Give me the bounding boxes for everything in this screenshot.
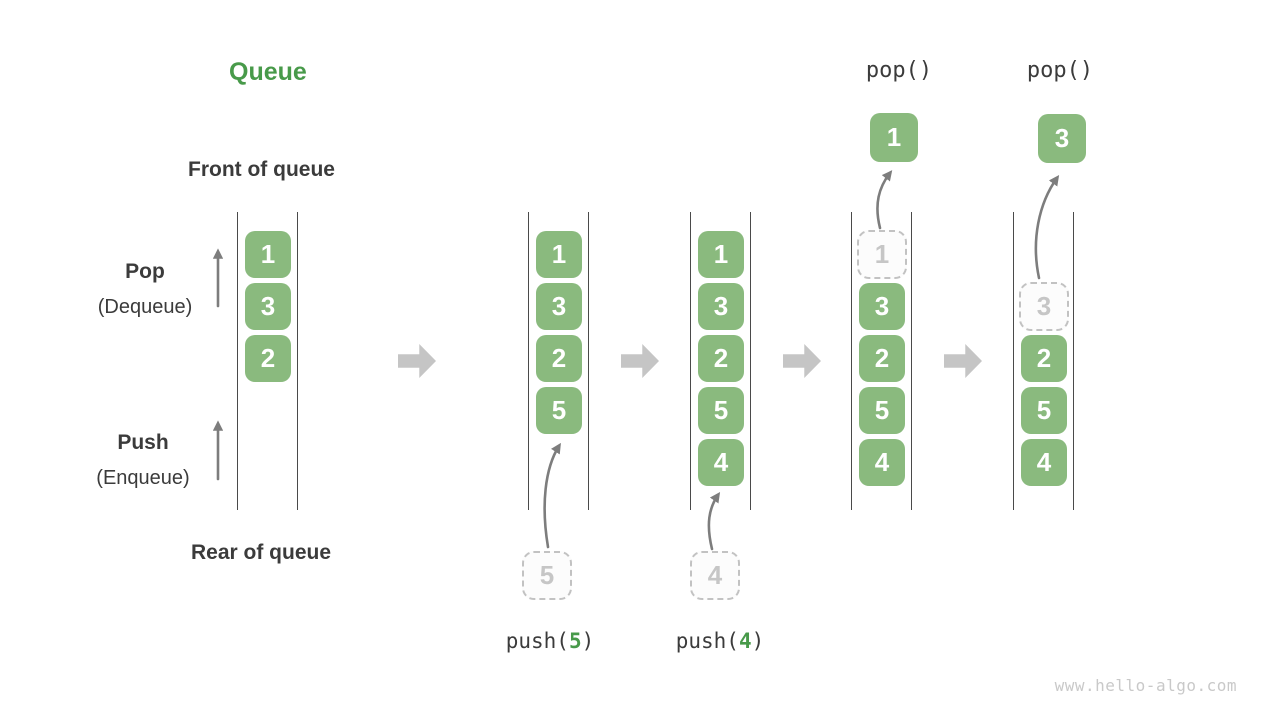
queue-cell: 3	[859, 283, 905, 330]
queue-stage-push-4: 1 3 2 5 4	[690, 212, 751, 510]
pop-call-label: pop()	[865, 58, 933, 83]
push-call-arg: 5	[568, 629, 582, 653]
popped-value-box: 1	[870, 113, 918, 162]
queue-stage-pop-3: 3 2 5 4 3	[1013, 114, 1086, 510]
queue-cell: 4	[698, 439, 744, 486]
push-source-box: 4	[690, 551, 740, 600]
next-step-arrow-icon	[398, 344, 436, 378]
next-step-arrow-icon	[621, 344, 659, 378]
pop-label: Pop	[125, 260, 165, 283]
queue-cell: 4	[859, 439, 905, 486]
pop-operation-label: Pop (Dequeue)	[80, 260, 210, 319]
enqueue-label: (Enqueue)	[96, 467, 190, 489]
queue-cell: 3	[698, 283, 744, 330]
push-call-post: )	[751, 629, 765, 653]
queue-stage-pop-1: 1 3 2 5 4 1	[851, 113, 918, 510]
dequeue-label: (Dequeue)	[97, 296, 193, 318]
watermark: www.hello-algo.com	[1054, 676, 1237, 695]
push-call-arg: 4	[738, 629, 752, 653]
queue-cell: 3	[245, 283, 291, 330]
popped-value-box: 3	[1038, 114, 1086, 163]
queue-cell: 1	[536, 231, 582, 278]
queue-cell: 2	[536, 335, 582, 382]
push-label: Push	[117, 431, 169, 454]
queue-cell: 2	[859, 335, 905, 382]
push-call-label: push(5)	[490, 629, 610, 653]
queue-cell: 2	[698, 335, 744, 382]
queue-stage-push-5: 1 3 2 5	[528, 212, 589, 510]
queue-cell: 2	[1021, 335, 1067, 382]
queue-cell-removed: 3	[1019, 282, 1069, 331]
next-step-arrow-icon	[944, 344, 982, 378]
pop-call-label: pop()	[1026, 58, 1094, 83]
front-of-queue-label: Front of queue	[188, 158, 335, 181]
push-source-box: 5	[522, 551, 572, 600]
rear-of-queue-label: Rear of queue	[191, 541, 332, 564]
queue-cell-removed: 1	[857, 230, 907, 279]
queue-stage-initial: 1 3 2	[237, 212, 298, 510]
queue-cell: 2	[245, 335, 291, 382]
push-call-post: )	[581, 629, 595, 653]
queue-cell: 1	[698, 231, 744, 278]
queue-cell: 5	[536, 387, 582, 434]
page-title: Queue	[229, 58, 307, 86]
queue-cell: 3	[536, 283, 582, 330]
push-call-label: push(4)	[660, 629, 780, 653]
queue-cell: 5	[859, 387, 905, 434]
queue-cell: 5	[698, 387, 744, 434]
push-call-pre: push(	[675, 629, 739, 653]
next-step-arrow-icon	[783, 344, 821, 378]
queue-cell: 5	[1021, 387, 1067, 434]
queue-cell: 4	[1021, 439, 1067, 486]
queue-cell: 1	[245, 231, 291, 278]
push-call-pre: push(	[505, 629, 569, 653]
push-operation-label: Push (Enqueue)	[78, 431, 208, 490]
